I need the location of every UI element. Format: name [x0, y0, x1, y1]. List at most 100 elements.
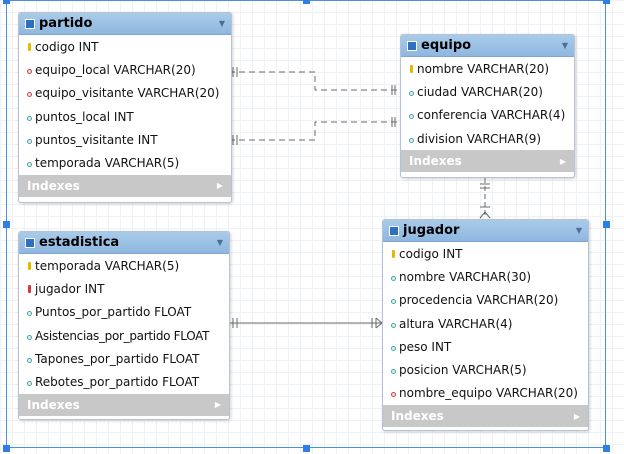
column-row[interactable]: temporada VARCHAR(5) [19, 151, 231, 174]
column-row[interactable]: equipo_visitante VARCHAR(20) [19, 82, 231, 105]
column-label: temporada VARCHAR(5) [35, 258, 180, 273]
column-label: altura VARCHAR(4) [399, 316, 513, 331]
key-icon [389, 247, 398, 261]
table-icon [25, 237, 35, 248]
column-label: puntos_local INT [35, 109, 134, 124]
column-row[interactable]: codigo INT [19, 35, 231, 58]
table-icon [389, 225, 399, 236]
column-dot-icon [407, 85, 416, 99]
column-row[interactable]: puntos_local INT [19, 105, 231, 128]
column-row[interactable]: Puntos_por_partido FLOAT [19, 301, 229, 324]
column-dot-icon [407, 108, 416, 122]
column-row[interactable]: Rebotes_por_partido FLOAT [19, 370, 229, 393]
column-label: codigo INT [35, 39, 99, 54]
column-row[interactable]: posicion VARCHAR(5) [383, 358, 588, 381]
table-header[interactable]: equipo ▼ [401, 35, 574, 57]
table-estadistica[interactable]: estadistica ▼ temporada VARCHAR(5) jugad… [18, 231, 230, 420]
table-title: estadistica [39, 235, 120, 250]
column-label: codigo INT [399, 246, 463, 261]
relationship-partido-equipo-visitante [229, 121, 400, 141]
resize-handle-middle-right[interactable] [603, 221, 610, 228]
relationship-markers [229, 67, 491, 329]
foreign-key-dot-icon [389, 386, 398, 400]
table-equipo[interactable]: equipo ▼ nombre VARCHAR(20) ciudad VARCH… [400, 34, 575, 178]
column-row[interactable]: division VARCHAR(9) [401, 127, 574, 150]
table-header[interactable]: jugador ▼ [383, 220, 588, 242]
column-dot-icon [25, 352, 34, 366]
column-row[interactable]: nombre VARCHAR(30) [383, 265, 588, 288]
column-label: equipo_visitante VARCHAR(20) [35, 86, 220, 101]
resize-handle-top-right[interactable] [603, 0, 610, 4]
column-dot-icon [25, 110, 34, 124]
column-label: nombre_equipo VARCHAR(20) [399, 386, 578, 401]
table-partido[interactable]: partido ▼ codigo INT equipo_local VARCHA… [18, 12, 232, 203]
chevron-right-icon[interactable]: ▶ [559, 156, 566, 166]
indexes-section[interactable]: Indexes ▶ [19, 174, 231, 197]
resize-handle-top-left[interactable] [3, 0, 10, 4]
column-dot-icon [25, 375, 34, 389]
table-icon [407, 40, 417, 51]
key-icon [407, 62, 416, 76]
foreign-key-dot-icon [25, 63, 34, 77]
chevron-right-icon[interactable]: ▶ [573, 411, 580, 421]
column-dot-icon [389, 363, 398, 377]
column-row[interactable]: puntos_visitante INT [19, 128, 231, 151]
column-label: peso INT [399, 339, 452, 354]
table-header[interactable]: partido ▼ [19, 13, 231, 35]
column-dot-icon [389, 317, 398, 331]
chevron-down-icon[interactable]: ▼ [216, 238, 223, 247]
column-dot-icon [25, 133, 34, 147]
column-row[interactable]: altura VARCHAR(4) [383, 312, 588, 335]
resize-handle-top-center[interactable] [303, 0, 310, 4]
column-row[interactable]: nombre VARCHAR(20) [401, 57, 574, 80]
column-dot-icon [25, 305, 34, 319]
column-label: equipo_local VARCHAR(20) [35, 62, 196, 77]
indexes-section[interactable]: Indexes▶ [19, 393, 229, 416]
column-row[interactable]: nombre_equipo VARCHAR(20) [383, 382, 588, 405]
column-label: Rebotes_por_partido FLOAT [35, 375, 200, 390]
column-row[interactable]: ciudad VARCHAR(20) [401, 80, 574, 103]
column-label: conferencia VARCHAR(4) [417, 108, 566, 123]
column-dot-icon [389, 270, 398, 284]
table-title: equipo [421, 38, 472, 53]
key-icon [25, 40, 34, 54]
table-title: partido [39, 16, 93, 31]
column-row[interactable]: peso INT [383, 335, 588, 358]
column-row[interactable]: Tapones_por_partido FLOAT [19, 347, 229, 370]
column-row[interactable]: temporada VARCHAR(5) [19, 254, 229, 277]
column-label: temporada VARCHAR(5) [35, 156, 180, 171]
indexes-section[interactable]: Indexes ▶ [383, 405, 588, 428]
column-row[interactable]: jugador INT [19, 277, 229, 300]
chevron-right-icon[interactable]: ▶ [216, 181, 223, 191]
column-row[interactable]: equipo_local VARCHAR(20) [19, 58, 231, 81]
indexes-label: Indexes [391, 409, 444, 424]
table-title: jugador [403, 223, 460, 238]
column-dot-icon [407, 132, 416, 146]
chevron-down-icon[interactable]: ▼ [575, 226, 582, 235]
indexes-label: Indexes [27, 178, 80, 193]
resize-handle-bottom-left[interactable] [3, 445, 10, 452]
column-label: procedencia VARCHAR(20) [399, 293, 559, 308]
foreign-key-dot-icon [25, 86, 34, 100]
resize-handle-bottom-center[interactable] [303, 445, 310, 452]
column-dot-icon [389, 293, 398, 307]
chevron-right-icon[interactable]: ▶ [214, 400, 221, 410]
table-jugador[interactable]: jugador ▼ codigo INT nombre VARCHAR(30) … [382, 219, 589, 431]
column-label: division VARCHAR(9) [417, 131, 542, 146]
column-row[interactable]: conferencia VARCHAR(4) [401, 104, 574, 127]
column-row[interactable]: codigo INT [383, 242, 588, 265]
foreign-key-icon [25, 282, 34, 296]
chevron-down-icon[interactable]: ▼ [561, 41, 568, 50]
indexes-section[interactable]: Indexes▶ [401, 150, 574, 173]
key-icon [25, 259, 34, 273]
column-label: Puntos_por_partido FLOAT [35, 305, 192, 320]
chevron-down-icon[interactable]: ▼ [218, 19, 225, 28]
column-row[interactable]: Asistencias_por_partido FLOAT [19, 324, 229, 347]
column-row[interactable]: procedencia VARCHAR(20) [383, 289, 588, 312]
resize-handle-bottom-right[interactable] [603, 445, 610, 452]
resize-handle-middle-left[interactable] [3, 221, 10, 228]
column-dot-icon [25, 329, 34, 343]
table-header[interactable]: estadistica ▼ [19, 232, 229, 254]
column-label: posicion VARCHAR(5) [399, 363, 527, 378]
